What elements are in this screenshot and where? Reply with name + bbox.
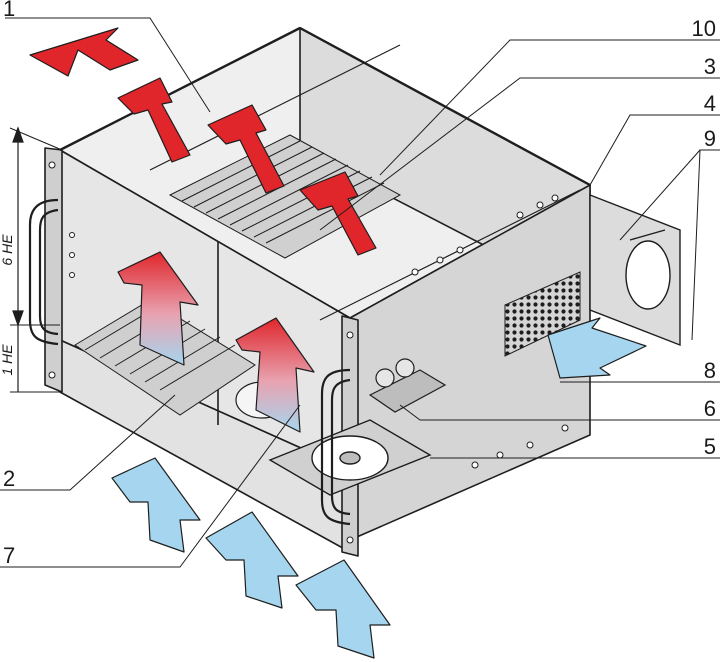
cool-air-arrow-side [547,317,647,379]
leader-10 [379,39,720,176]
capacitor-1 [375,368,395,388]
leader-3 [319,77,720,231]
leader-9 [691,149,720,341]
hot-air-arrows [29,27,377,256]
left-flange [44,147,63,393]
mixed-air-arrow-right [235,317,315,433]
hot-air-arrow-2 [207,104,285,194]
dimension-label-1he: 1 HE [0,344,15,376]
height-dimension [9,126,63,393]
terminal-block-base [368,369,447,413]
dimension-arrow-top [12,126,24,143]
hot-air-arrow-1 [117,77,191,163]
leader-6 [399,404,720,421]
lower-fan-hub [339,451,361,465]
dimension-arrow-mid [12,310,24,327]
callout-9: 9 [704,126,716,151]
hot-air-arrow-3 [299,171,377,256]
dimension-label-6he: 6 HE [0,234,15,266]
top-rail-right [299,26,591,187]
screw-holes [48,161,569,544]
handles [28,198,351,526]
top-rail-mid [149,44,401,171]
leader-1 [5,17,211,113]
callout-10: 10 [692,16,716,41]
leader-9b [619,149,701,241]
callout-1: 1 [3,0,15,21]
rear-fan [589,193,681,347]
callout-2: 2 [3,466,15,491]
mixed-air-arrow-left [117,251,199,366]
right-handle-inner [330,378,351,516]
right-handle [320,368,351,526]
callout-7: 7 [3,543,15,568]
side-vent-grille [504,271,581,357]
leader-7 [0,404,301,568]
callout-5: 5 [704,434,716,459]
left-handle [28,198,59,346]
cool-air-arrow-intake-1 [111,457,201,553]
callout-8: 8 [704,358,716,383]
cool-air-arrow-intake-3 [295,559,391,659]
top-rail-front [59,26,301,152]
rear-fan-blade [625,240,671,310]
callout-6: 6 [704,396,716,421]
capacitor-2 [395,358,415,378]
leader-4 [589,114,720,186]
chassis [44,26,591,557]
leader-lines [0,17,720,568]
callout-3: 3 [704,54,716,79]
top-rail-rear [319,189,581,321]
cool-air-arrow-intake-2 [205,511,299,609]
hot-air-arrow-exhaust [29,27,139,77]
callout-4: 4 [704,91,716,116]
terminal-block [368,358,447,413]
cool-air-arrows [111,317,647,659]
left-handle-inner [38,208,59,336]
mixed-air-arrows [117,251,315,433]
leader-2 [0,394,176,491]
